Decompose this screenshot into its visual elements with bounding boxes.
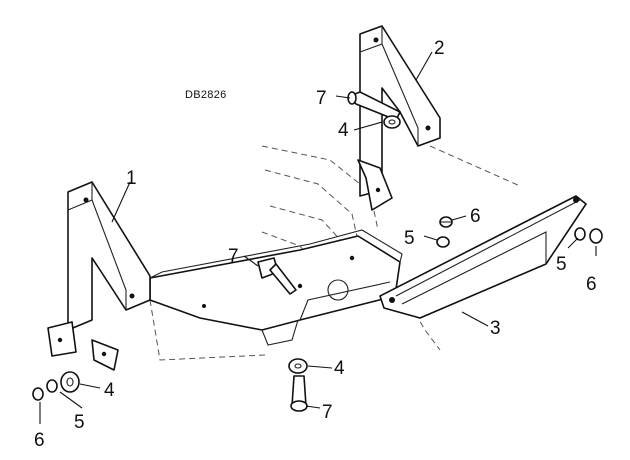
callout-7-top: 7 <box>316 88 327 109</box>
callout-2: 2 <box>434 38 445 59</box>
callout-6-left: 6 <box>34 430 45 451</box>
lock-washer-left <box>46 379 58 393</box>
brace-part-3 <box>379 195 587 319</box>
bolt-middle <box>257 257 297 295</box>
nut-left <box>32 387 44 401</box>
callout-5-right: 5 <box>556 254 567 275</box>
bolt-bottom <box>290 375 308 412</box>
callout-1: 1 <box>126 168 137 189</box>
washer-top <box>383 115 401 129</box>
callout-7-bottom: 7 <box>322 402 333 423</box>
callout-6-right: 6 <box>586 274 597 295</box>
washer-bottom <box>288 358 308 374</box>
nut-middle <box>439 216 453 228</box>
main-frame <box>69 145 521 361</box>
leader-lines <box>39 51 597 424</box>
lock-washer-right <box>574 227 586 241</box>
washer-left <box>60 371 80 393</box>
callout-4-bottom: 4 <box>334 358 345 379</box>
callout-7-middle: 7 <box>228 246 239 267</box>
right-bracket-part-2 <box>357 25 441 211</box>
callout-6-middle: 6 <box>470 206 481 227</box>
callouts: 1 2 3 4 4 4 5 5 5 6 6 6 7 7 7 <box>34 38 597 451</box>
callout-3: 3 <box>490 318 501 339</box>
nut-right <box>589 228 603 244</box>
lock-washer-middle <box>436 236 450 248</box>
bolt-top <box>347 91 401 121</box>
callout-5-left: 5 <box>74 412 85 433</box>
callout-4-left: 4 <box>104 380 115 401</box>
callout-5-middle: 5 <box>404 228 415 249</box>
callout-4-top: 4 <box>338 120 349 141</box>
drawing-code: DB2826 <box>185 89 227 101</box>
left-bracket-part-1 <box>47 181 151 371</box>
